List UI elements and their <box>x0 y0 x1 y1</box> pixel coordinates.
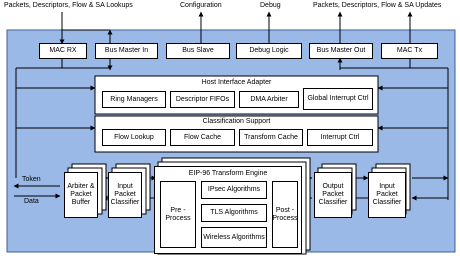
lookups-label: Packets, Descriptors, Flow & SA Lookups <box>4 2 133 9</box>
dma-arbiter-box: DMA Arbiter <box>239 91 299 108</box>
ipsec-box: IPsec Algorithms <box>201 181 267 199</box>
arbiter-box: Arbiter & Packet Buffer <box>64 172 98 218</box>
engine-title: EIP-96 Transform Engine <box>188 170 268 177</box>
classification-title: Classification Support <box>202 118 271 125</box>
token-label: Token <box>22 176 41 183</box>
global-interrupt-box: Global Interrupt Ctrl <box>303 88 373 110</box>
mac-rx-box: MAC RX <box>39 43 87 59</box>
flow-cache-box: Flow Cache <box>170 129 235 146</box>
host-interface-title: Host Interface Adapter <box>201 79 272 86</box>
flow-lookup-box: Flow Lookup <box>102 129 166 146</box>
input-classifier-box: Input Packet Classifier <box>108 172 142 218</box>
pre-process-box: Pre - Process <box>160 181 196 248</box>
bus-master-out-box: Bus Master Out <box>309 43 373 59</box>
debug-label: Debug <box>260 2 281 9</box>
transform-cache-box: Transform Cache <box>239 129 303 146</box>
data-label: Data <box>24 198 39 205</box>
updates-label: Packets, Descriptors, Flow & SA Updates <box>313 2 442 9</box>
right-input-classifier-box: Input Packet Classifier <box>368 172 406 218</box>
mac-tx-box: MAC Tx <box>381 43 438 59</box>
configuration-label: Configuration <box>180 2 222 9</box>
ring-managers-box: Ring Managers <box>102 91 166 108</box>
descriptor-fifos-box: Descriptor FIFOs <box>170 91 235 108</box>
bus-slave-box: Bus Slave <box>166 43 230 59</box>
debug-logic-box: Debug Logic <box>236 43 302 59</box>
interrupt-ctrl-box: Interrupt Ctrl <box>307 129 373 146</box>
post-process-box: Post - Process <box>272 181 298 248</box>
tls-box: TLS Algorithms <box>201 204 267 222</box>
output-classifier-box: Output Packet Classifier <box>314 172 352 218</box>
bus-master-in-box: Bus Master In <box>95 43 158 59</box>
wireless-box: Wireless Algorithms <box>201 227 267 248</box>
